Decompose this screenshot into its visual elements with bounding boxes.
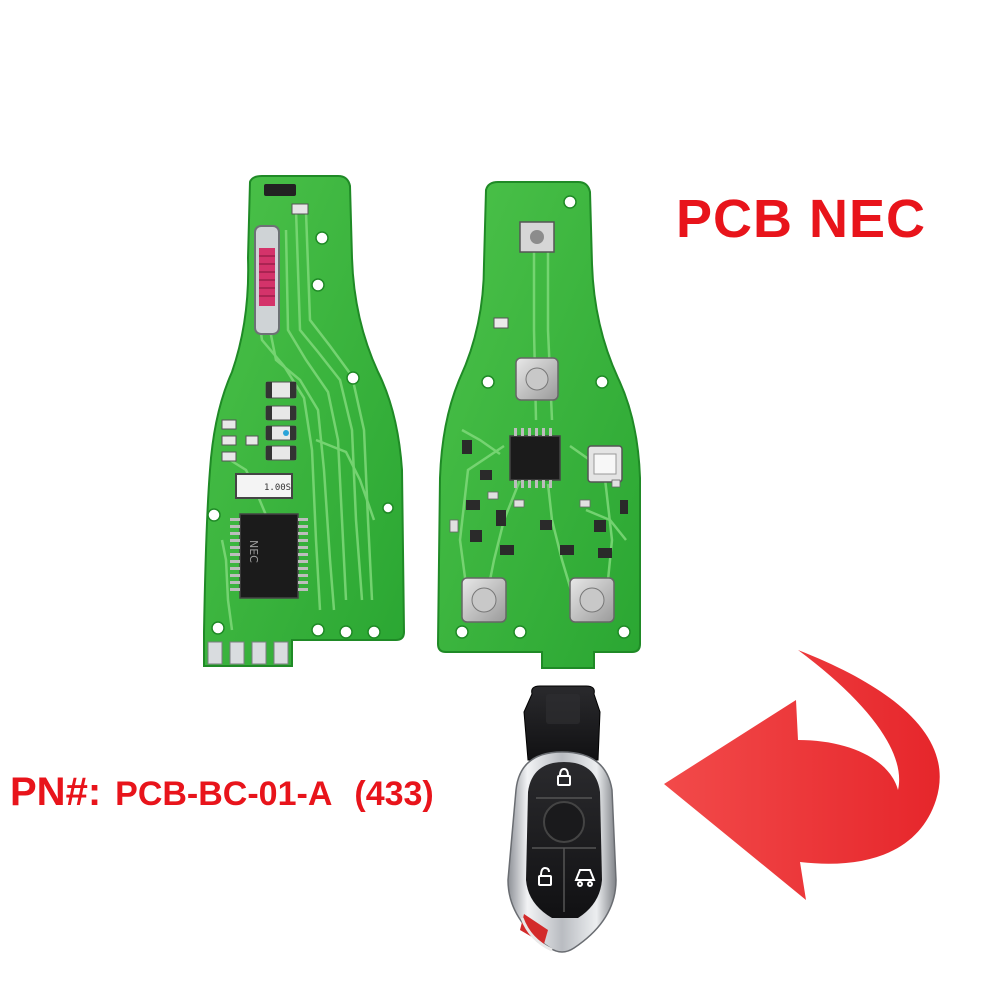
part-number-frequency: (433) — [354, 775, 434, 813]
key-fob — [507, 685, 617, 953]
part-number-value: PCB-BC-01-A — [115, 775, 333, 813]
product-title: PCB NEC — [676, 189, 927, 249]
curved-arrow-icon — [664, 650, 940, 900]
label-sticker-text: 1.00S — [264, 483, 291, 493]
part-number-line: PN#: PCB-BC-01-A (433) — [10, 770, 434, 815]
pcb-back-board — [436, 181, 641, 669]
part-number-prefix: PN#: — [10, 770, 102, 814]
pcb-front-board — [203, 175, 406, 667]
chip-marking-text: NEC — [247, 540, 260, 563]
